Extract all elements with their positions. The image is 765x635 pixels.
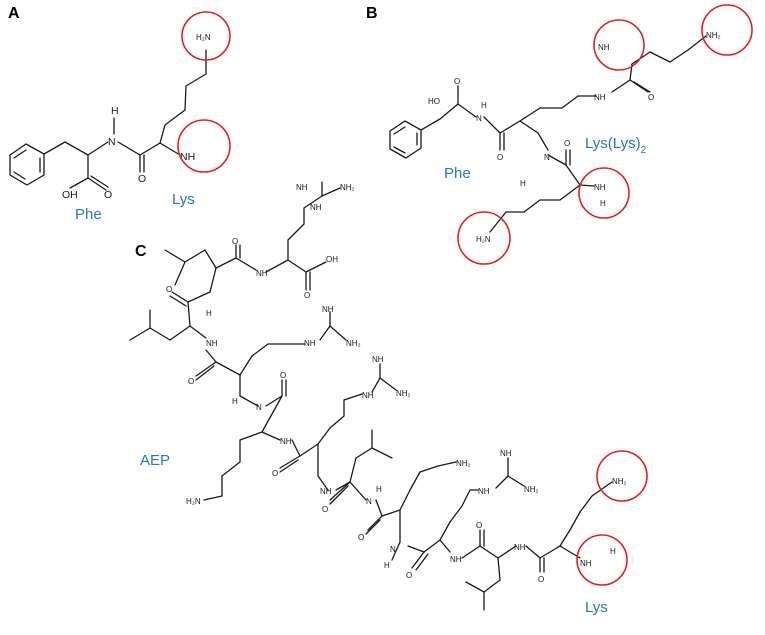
phe-ring-a <box>9 143 45 186</box>
atom-nh2: NH₂ <box>340 183 355 192</box>
atom-nh: NH <box>594 93 606 102</box>
atom-nh: NH <box>280 437 292 446</box>
atom-nh2: NH₂ <box>456 459 471 468</box>
lyslys-bonds <box>420 35 707 233</box>
atom-h: H <box>232 397 238 406</box>
atom-o: O <box>232 237 238 246</box>
panel-label-a: A <box>8 5 20 22</box>
atom-nh2: NH₂ <box>524 485 539 494</box>
atom-o: O <box>406 571 412 580</box>
panel-label-b: B <box>366 5 378 22</box>
atom-nh: NH <box>478 487 490 496</box>
atom-h: H <box>610 547 616 556</box>
atom-o: O <box>497 153 503 162</box>
amine-circle <box>701 4 753 56</box>
amine-circle <box>593 19 645 71</box>
atom-nh: NH <box>598 43 610 52</box>
atom-nh: NH <box>256 269 268 278</box>
atom-n: N <box>390 545 396 554</box>
atom-nh: NH <box>450 555 462 564</box>
phe-ring-b <box>389 120 422 159</box>
atom-o: O <box>166 285 172 294</box>
panel-c: C <box>129 181 648 616</box>
atom-h2n: H₂N <box>476 235 491 244</box>
atom-n: N <box>108 136 116 148</box>
atom-o: O <box>564 139 570 148</box>
atom-nh: NH <box>304 339 316 348</box>
atom-h: H <box>111 105 119 117</box>
atom-o: O <box>304 291 310 300</box>
atom-nh2: NH₂ <box>612 477 627 486</box>
residue-label-lys: Lys <box>585 599 608 616</box>
atom-o: O <box>138 173 146 185</box>
amine-circle <box>181 11 231 61</box>
atom-h: H <box>520 179 526 188</box>
atom-o: O <box>104 189 112 201</box>
atom-o: O <box>454 77 460 86</box>
atom-nh: NH <box>594 183 606 192</box>
phe-backbone-a <box>43 49 207 191</box>
atom-n: N <box>544 153 550 162</box>
residue-label-lyslys: Lys(Lys)2 <box>585 135 647 156</box>
atom-nh: NH <box>322 305 334 314</box>
atom-o: O <box>322 505 328 514</box>
atom-h: H <box>376 485 382 494</box>
panel-b: B <box>366 4 753 265</box>
atom-n: N <box>476 114 482 123</box>
atom-h: H <box>206 309 212 318</box>
atom-nh: NH <box>296 183 308 192</box>
atom-nh: NH <box>500 449 512 458</box>
atom-nh: NH <box>372 355 384 364</box>
residue-label-lys: Lys <box>172 191 195 208</box>
atom-h: H <box>481 101 487 110</box>
amine-circle <box>177 119 231 173</box>
atom-h2n: H₂N <box>186 497 201 506</box>
amine-circle <box>457 211 511 265</box>
atom-nh: NH <box>580 559 592 568</box>
atom-nh2: NH₂ <box>396 389 411 398</box>
atom-o: O <box>188 377 194 386</box>
atom-o: O <box>538 575 544 584</box>
amine-circle <box>576 534 628 586</box>
atom-nh: NH <box>310 203 322 212</box>
atom-n: N <box>256 403 262 412</box>
atom-o: O <box>358 533 364 542</box>
atom-h: H <box>600 199 606 208</box>
panel-a: A N H OH <box>8 5 231 223</box>
amine-circle <box>578 167 630 219</box>
atom-o: O <box>272 469 278 478</box>
atom-nh: NH <box>514 543 526 552</box>
atom-n: N <box>366 497 372 506</box>
residue-label-phe: Phe <box>444 165 471 182</box>
atom-oh: OH <box>62 189 78 201</box>
atom-ho: HO <box>428 97 440 106</box>
amine-circle <box>596 450 648 502</box>
atom-nh: NH <box>362 391 374 400</box>
panel-label-c: C <box>135 243 147 260</box>
atom-nh2: NH₂ <box>706 31 721 40</box>
atom-nh: NH <box>206 339 218 348</box>
atom-h2n: H₂N <box>196 33 211 42</box>
atom-o: O <box>648 93 654 102</box>
residue-label-aep: AEP <box>140 452 170 469</box>
atom-oh: OH <box>326 255 338 264</box>
aep-backbone <box>129 181 613 611</box>
atom-nh2: NH₂ <box>346 339 361 348</box>
atom-nh: NH <box>320 487 332 496</box>
atom-o: O <box>280 371 286 380</box>
atom-nh: NH <box>180 151 195 163</box>
atom-o: O <box>476 521 482 530</box>
atom-h: H <box>384 561 390 570</box>
residue-label-phe: Phe <box>75 206 102 223</box>
